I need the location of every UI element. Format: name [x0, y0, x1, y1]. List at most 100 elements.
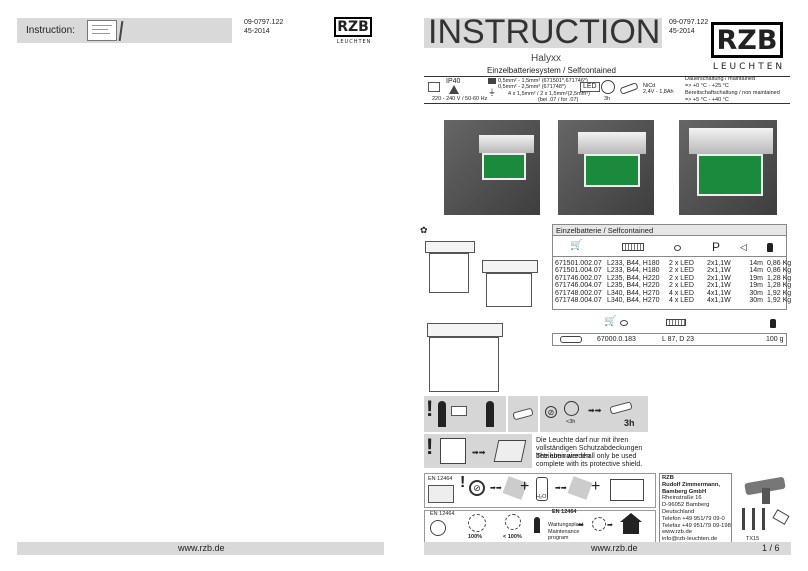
sketch-3 — [427, 323, 503, 393]
battery-spec: 2,4V - 1,8Ah — [643, 89, 674, 95]
warn-duration: 3h — [624, 418, 635, 428]
table-cell: 4x1,1W — [707, 289, 731, 297]
drill-handle — [762, 488, 770, 504]
table-cell: 2x1,1W — [707, 282, 731, 290]
product-photo-2 — [558, 120, 654, 215]
address-line: Deutschland — [662, 508, 695, 515]
luminaire-icon — [610, 479, 644, 501]
led-icon: LED — [580, 82, 600, 92]
product-photo-3 — [679, 120, 777, 215]
left-logo-sub: LEUCHTEN — [336, 39, 372, 45]
address-line: Bamberg GmbH — [662, 488, 707, 495]
table-cell: 2x1,1W — [707, 267, 731, 275]
clock-icon — [601, 80, 615, 94]
spec-strip — [424, 76, 790, 104]
en-norm-1: EN 12464 — [428, 476, 453, 482]
note-en: The luminaire shall only be used complet… — [536, 453, 643, 468]
plus-icon-2: + — [591, 478, 601, 495]
left-doc-number: 09-0797.122 — [244, 19, 284, 26]
warning-panel-qualified: ! — [424, 396, 506, 432]
terminal-icon — [488, 78, 496, 84]
duration-spec: 3h — [604, 96, 611, 102]
address-website[interactable]: www.rzb.de — [662, 529, 692, 536]
address-line: Telefax +49 951/79 09-198 — [662, 522, 731, 529]
table-cell: 4 x LED — [669, 289, 694, 297]
address-email[interactable]: info@rzb-leuchten.de — [662, 536, 718, 543]
table-cell: L233, B44, H180 — [607, 260, 660, 267]
accessory-dim-icon — [666, 319, 686, 326]
percent-100: 100% — [468, 534, 483, 540]
table-cell: 2x1,1W — [707, 274, 731, 282]
warning-panel-shield: ! ➡➡ — [424, 434, 532, 468]
ip-rating: IP40 — [446, 78, 461, 85]
maintenance-program: Wartungsplan/ Maintenance program — [548, 522, 584, 541]
table-cell: L340, B44, H270 — [607, 289, 660, 297]
table-cell: L233, B44, H180 — [607, 267, 660, 275]
left-footer-url[interactable]: www.rzb.de — [178, 543, 225, 553]
table-header-line — [552, 256, 787, 257]
maintained-temp: => +0 °C - +25 °C — [685, 83, 729, 89]
table-cell: 671501.004.07 — [555, 267, 602, 275]
right-logo-sub: LEUCHTEN — [712, 62, 786, 72]
table-cell: 30m — [749, 289, 763, 297]
nonmaintained-temp: => +5 °C - +40 °C — [685, 97, 729, 103]
right-footer-bar — [424, 542, 791, 555]
maintained-label: Dauerschaltung / maintained — [685, 76, 756, 82]
house-icon — [620, 513, 642, 535]
sun-dim-icon — [505, 514, 521, 530]
table-cell: 671748.002.07 — [555, 289, 602, 297]
table-cell: 19m — [749, 274, 763, 282]
spray-icon — [536, 477, 548, 501]
sketch-icon: ✿ — [420, 225, 428, 235]
right-doc-number: 09-0797.122 — [669, 19, 709, 26]
right-rzb-logo: RZB — [711, 22, 783, 58]
distance-icon: ◁ — [740, 242, 747, 252]
no-solvent-icon: ⊘ — [469, 480, 485, 496]
arrow-icon-1: ➡➡ — [490, 485, 502, 492]
table-cell: 671501.002.07 — [555, 260, 602, 267]
accessory-article: 67000.0.183 — [597, 336, 636, 343]
table-cell: 14m — [749, 267, 763, 275]
table-cell: 4 x LED — [669, 297, 694, 305]
table-cell: 671746.002.07 — [555, 274, 602, 282]
nonmaintained-label: Bereitschaftschaltung / non maintained — [685, 90, 780, 96]
voltage-spec: 220 - 240 V / 50-60 Hz — [432, 96, 488, 102]
right-date-code: 45-2014 — [669, 28, 695, 35]
left-instruction-label: Instruction: — [26, 25, 75, 36]
weight-icon — [767, 243, 773, 252]
right-footer-url[interactable]: www.rzb.de — [591, 543, 638, 553]
table-cell: 14m — [749, 260, 763, 267]
document-thumbnail-icon — [87, 20, 117, 41]
left-header-bar — [17, 18, 232, 43]
ip-triangle-icon — [449, 85, 459, 94]
table-title: Einzelbatterie / Selfcontained — [556, 226, 654, 235]
cart-icon: 🛒 — [570, 240, 583, 251]
accessory-weight: 100 g — [766, 336, 784, 343]
table-cell: 1,28 Kg — [767, 282, 792, 290]
accessory-cart-icon: 🛒 — [604, 316, 617, 327]
address-block: RZB Rudolf Zimmermann, Bamberg GmbH Rhei… — [662, 475, 731, 543]
left-date-code: 45-2014 — [244, 28, 270, 35]
address-line: RZB — [662, 475, 674, 481]
arrow-icon-4: ➡ — [607, 522, 613, 529]
address-line: D-96052 Bamberg — [662, 502, 710, 509]
cable-spec-1: 0,5mm² - 1,5mm² (671501*,671746*) — [498, 78, 588, 84]
table-cell: 1,28 Kg — [767, 274, 792, 282]
arrow-icon-3: ➡ — [578, 522, 584, 529]
maintenance-panel — [424, 510, 656, 544]
table-cell: 30m — [749, 297, 763, 305]
warning-panel-timing: ⊘ <3h ➡➡ 3h — [540, 396, 648, 432]
table-cell: 2 x LED — [669, 282, 694, 290]
left-footer-bar — [17, 542, 384, 555]
table-cell: L340, B44, H270 — [607, 297, 660, 305]
accessory-row — [552, 333, 787, 346]
warning-panel-battery — [508, 396, 538, 432]
percent-lt100: < 100% — [503, 534, 522, 540]
address-line: Rudolf Zimmermann, — [662, 481, 720, 488]
plus-icon-1: + — [520, 478, 530, 495]
